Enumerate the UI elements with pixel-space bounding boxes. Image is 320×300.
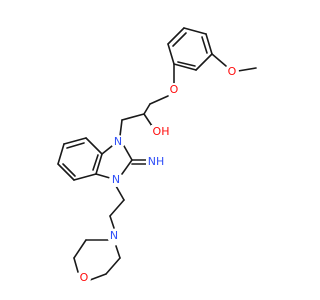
methoxy-oxygen-label: O xyxy=(228,65,237,78)
bond xyxy=(57,143,65,165)
ether-oxygen-label: O xyxy=(170,83,179,96)
n1-label: N xyxy=(114,135,122,148)
hydroxyl-label: OH xyxy=(153,125,170,138)
bond xyxy=(105,257,121,275)
bond xyxy=(237,67,257,72)
bond xyxy=(115,185,125,201)
bond xyxy=(167,43,175,65)
bond xyxy=(85,137,103,155)
atom-ether-oxygen: O xyxy=(167,83,181,97)
atom-morpholine-oxygen: O xyxy=(77,271,91,285)
atom-methoxy-oxygen: O xyxy=(225,65,239,79)
bond xyxy=(57,163,75,181)
bond xyxy=(109,215,115,229)
bond xyxy=(123,145,133,161)
methoxyphenyl-ring xyxy=(167,27,213,71)
bond xyxy=(211,53,227,67)
bond xyxy=(205,33,213,55)
atom-n3: N xyxy=(109,173,123,187)
bond xyxy=(89,273,107,281)
double-bond xyxy=(172,32,187,47)
double-bond xyxy=(177,61,196,67)
double-bond xyxy=(62,163,76,177)
imine-label: NH xyxy=(148,155,165,168)
bond xyxy=(101,145,113,155)
bond xyxy=(167,27,185,45)
structure-canvas: O O OH N N NH N O xyxy=(57,27,257,285)
bond xyxy=(95,173,111,179)
bond xyxy=(121,113,145,121)
bond xyxy=(73,257,79,273)
bond xyxy=(173,63,197,71)
atom-imine: NH xyxy=(146,155,166,169)
molecule-drawing: O O OH N N NH N O xyxy=(57,27,257,285)
morpholine-nitrogen-label: N xyxy=(110,229,118,242)
bond xyxy=(119,119,123,137)
bond xyxy=(73,173,97,181)
bond xyxy=(109,199,125,217)
morpholine-oxygen-label: O xyxy=(80,271,89,284)
bond xyxy=(95,153,103,175)
atom-n1: N xyxy=(111,135,125,149)
double-bond xyxy=(92,154,99,171)
atom-morpholine-nitrogen: N xyxy=(107,229,121,243)
bond xyxy=(63,137,87,145)
bond xyxy=(143,103,151,115)
morpholine-ring xyxy=(73,239,121,281)
bond xyxy=(183,27,207,35)
benzimidazole-benzene-ring xyxy=(57,137,103,181)
bond xyxy=(149,95,169,105)
double-bond xyxy=(66,142,85,149)
bond xyxy=(115,245,121,259)
atom-hydroxyl: OH xyxy=(151,125,171,139)
double-bond xyxy=(201,36,208,54)
bond xyxy=(121,159,133,175)
bond xyxy=(73,239,87,259)
n3-label: N xyxy=(112,173,120,186)
bond xyxy=(195,53,213,71)
bond xyxy=(143,113,153,127)
